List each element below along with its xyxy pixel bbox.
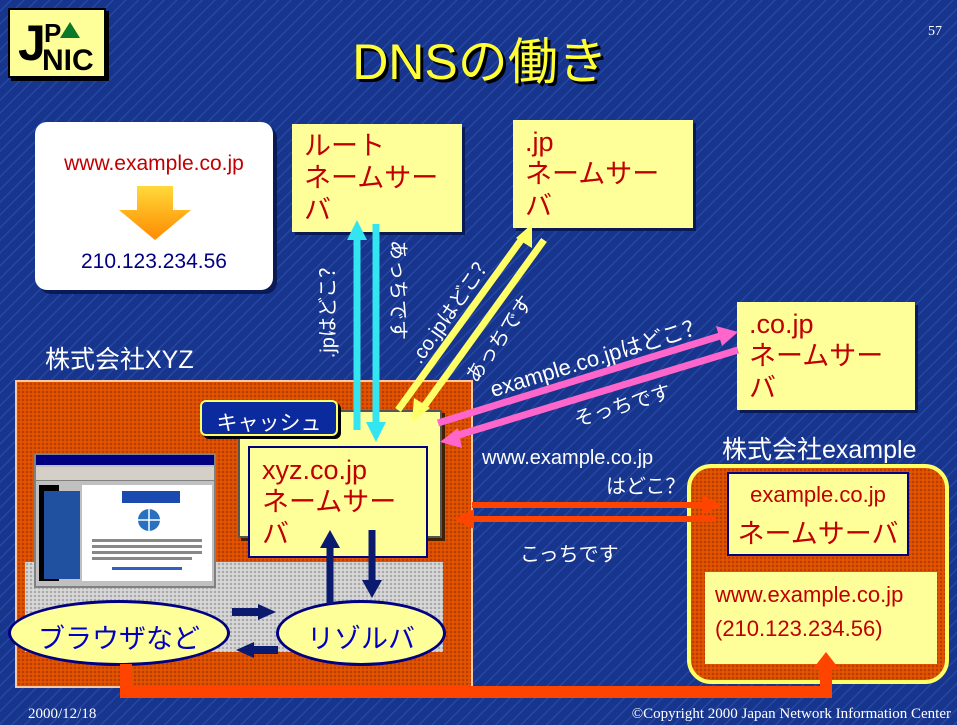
cojp-nameserver-line1: .co.jp: [749, 309, 814, 339]
resolver-oval: リゾルバ: [276, 600, 446, 666]
browser-label: ブラウザなど: [38, 624, 200, 654]
jp-nameserver-line2: ネームサーバ: [525, 159, 660, 221]
lookup-domain: www.example.co.jp: [64, 152, 244, 175]
browser-page: [82, 485, 212, 581]
down-arrow-icon: [119, 186, 191, 240]
xyz-nameserver-line2: ネームサーバ: [262, 487, 397, 549]
web-host: www.example.co.jp (210.123.234.56): [705, 572, 937, 664]
jpnic-logo: J P NIC: [8, 8, 106, 78]
globe-icon: [138, 509, 160, 531]
browser-toolbar: [36, 467, 214, 481]
cache-label: キャッシュ: [216, 412, 322, 435]
msg-q-root: .jpはどこ？: [317, 257, 340, 359]
msg-q-example-line2: はどこ？: [606, 476, 686, 498]
example-nameserver-line1: example.co.jp: [750, 482, 886, 507]
svg-text:P: P: [44, 18, 61, 48]
root-nameserver-line1: ルート: [304, 131, 385, 161]
svg-text:J: J: [18, 15, 46, 71]
jpnic-logo-mark: J P NIC: [18, 15, 94, 77]
browser-nav: [44, 491, 80, 579]
example-nameserver: example.co.jp ネームサーバ: [727, 472, 909, 556]
page-number: 57: [928, 24, 942, 39]
cache-badge: キャッシュ: [200, 400, 338, 436]
resolver-label: リゾルバ: [307, 624, 415, 654]
msg-a-example: こっちです: [520, 544, 619, 566]
root-nameserver-line2: ネームサーバ: [304, 163, 439, 225]
msg-a-root: あっちです: [386, 240, 409, 340]
svg-text:NIC: NIC: [42, 44, 94, 76]
footer-date: 2000/12/18: [28, 706, 97, 722]
page-banner: [122, 491, 180, 503]
example-nameserver-line2: ネームサーバ: [737, 519, 899, 549]
root-nameserver: ルート ネームサーバ: [292, 124, 462, 232]
lookup-card: www.example.co.jp 210.123.234.56: [35, 122, 273, 290]
footer-copyright: ©Copyright 2000 Japan Network Informatio…: [631, 706, 951, 722]
browser-titlebar: [36, 455, 214, 465]
org-example-label: 株式会社example: [722, 436, 917, 464]
xyz-nameserver-line1: xyz.co.jp: [262, 455, 368, 485]
web-host-ip: (210.123.234.56): [715, 616, 883, 641]
browser-oval: ブラウザなど: [8, 600, 230, 666]
msg-a-cojp: そっちです: [571, 381, 674, 432]
org-xyz-label: 株式会社XYZ: [45, 346, 194, 374]
lookup-ip: 210.123.234.56: [81, 250, 227, 273]
msg-q-example-line1: www.example.co.jp: [482, 447, 654, 469]
page-title: DNSの働き: [352, 34, 608, 90]
xyz-nameserver: xyz.co.jp ネームサーバ: [248, 446, 428, 558]
browser-screenshot: [34, 453, 216, 588]
web-host-domain: www.example.co.jp: [715, 582, 904, 607]
jp-nameserver-line1: .jp: [525, 127, 554, 157]
cojp-nameserver: .co.jp ネームサーバ: [737, 302, 915, 410]
jp-nameserver: .jp ネームサーバ: [513, 120, 693, 228]
cojp-nameserver-line2: ネームサーバ: [749, 341, 884, 403]
